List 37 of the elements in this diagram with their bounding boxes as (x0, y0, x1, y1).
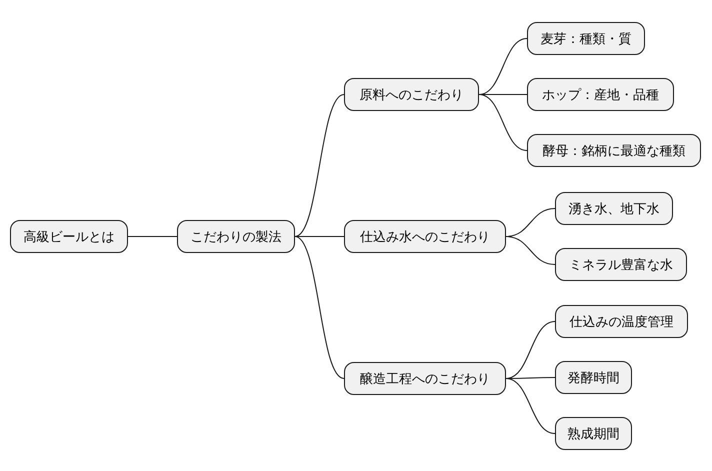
topic-label: 麦芽：種類・質 (540, 30, 632, 48)
connector-line (478, 94, 528, 95)
connector-line (294, 236, 344, 237)
topic-label: 熟成期間 (568, 426, 620, 442)
topic-box (10, 220, 128, 253)
connector-line (478, 94, 528, 151)
connector-line (506, 321, 556, 379)
topic-box (527, 78, 674, 111)
topic-label: ホップ：産地・品種 (542, 86, 659, 104)
connector-line (506, 377, 556, 379)
topic-label: 湧き水、地下水 (568, 200, 660, 218)
topic-box (555, 248, 687, 281)
topic-label: ミネラル豊富な水 (569, 256, 673, 274)
topic-box (555, 417, 632, 450)
topic-box (527, 22, 645, 55)
topic-box (177, 220, 295, 253)
topic-label: 仕込みの温度管理 (570, 314, 674, 330)
topic-label: 醸造工程へのこだわり (360, 370, 490, 388)
topic-box (344, 362, 506, 395)
connector-line (128, 236, 178, 237)
topic-label: 酵母：銘柄に最適な種類 (542, 142, 686, 160)
connector-line (506, 236, 556, 265)
topic-label: こだわりの製法 (190, 228, 282, 246)
topic-label: 原料へのこだわり (360, 86, 464, 104)
connector-line (294, 236, 344, 379)
topic-label: 仕込み水へのこだわり (360, 228, 490, 246)
topic-box (344, 78, 479, 111)
topic-box (555, 361, 632, 394)
connector-line (506, 378, 556, 434)
connector-line (478, 38, 528, 95)
topic-box (344, 220, 506, 253)
topic-box (555, 192, 673, 225)
topic-box (555, 305, 688, 338)
topic-box (527, 134, 701, 167)
topic-label: 発酵時間 (568, 370, 620, 386)
connector-line (294, 94, 344, 237)
topic-label: 高級ビールとは (24, 228, 114, 246)
